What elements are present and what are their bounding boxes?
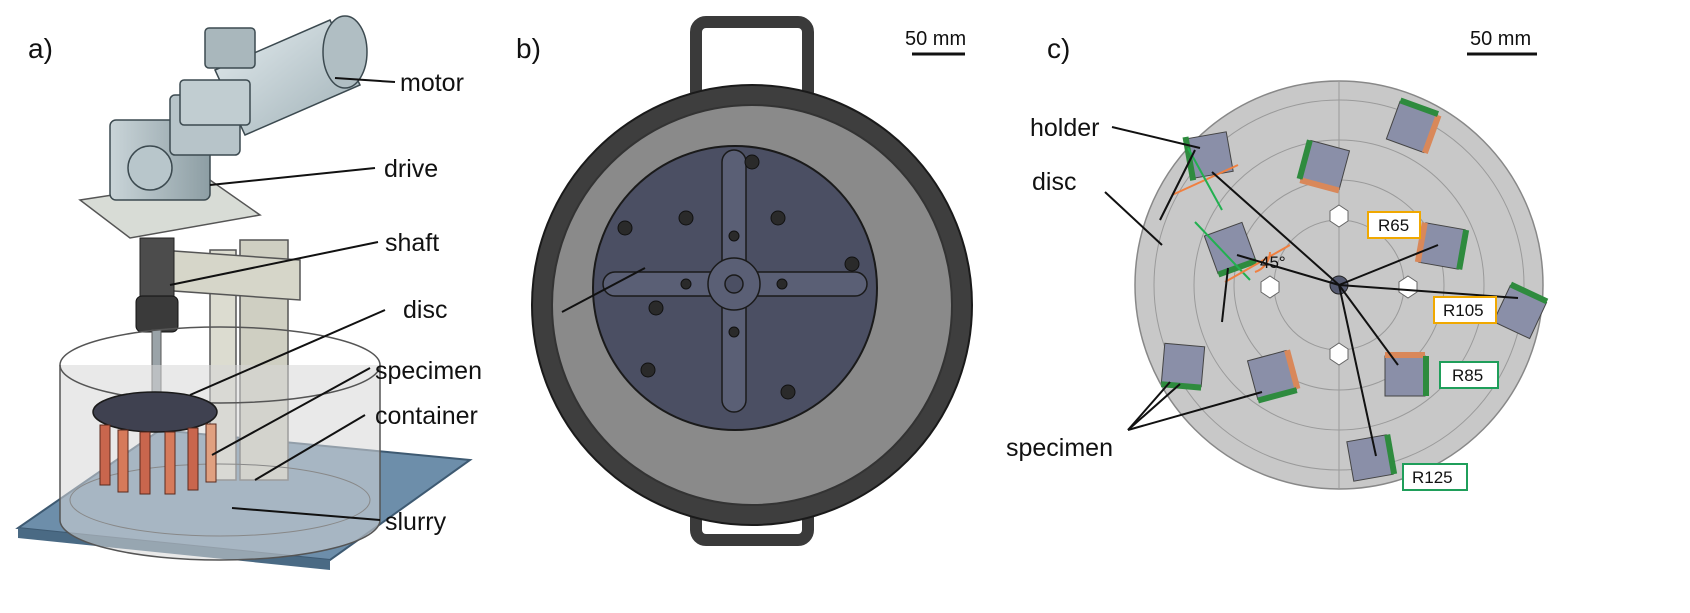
label-container: container <box>375 402 478 430</box>
panel-b: b) 50 mm <box>516 16 973 546</box>
specimen-array <box>99 423 217 495</box>
panel-b-leader <box>561 267 646 313</box>
panel-c-leaders <box>1104 126 1263 431</box>
radius-tag-r125: R125 <box>1402 463 1468 491</box>
label-shaft: shaft <box>385 229 439 257</box>
motor-adapter <box>179 79 251 126</box>
gearbox-flange <box>127 145 173 191</box>
shaft-coupling <box>139 237 175 299</box>
panel-a-leaders <box>169 77 396 521</box>
motor-terminal-box <box>204 27 256 69</box>
holder <box>1246 349 1301 404</box>
specimen-plate <box>99 424 111 486</box>
container-rim <box>59 326 381 404</box>
label-specimen-c: specimen <box>1006 434 1113 462</box>
angle-marks <box>1171 147 1291 283</box>
panel-a: a) <box>15 15 482 570</box>
specimen-plate <box>117 429 129 493</box>
panel-c: c) 50 mm <box>1006 28 1549 491</box>
radius-lines <box>1211 171 1519 457</box>
container-bottom <box>69 463 371 537</box>
svg-text:R65: R65 <box>1378 216 1409 235</box>
svg-text:R125: R125 <box>1412 468 1453 487</box>
scale-bar-label-b: 50 mm <box>905 28 966 50</box>
holders <box>1160 97 1549 482</box>
panel-a-letter: a) <box>28 33 53 64</box>
label-specimen: specimen <box>375 357 482 385</box>
disc-holes <box>617 154 860 400</box>
holder <box>1296 139 1351 194</box>
specimen-plate <box>164 431 176 495</box>
radius-tag-r105: R105 <box>1433 296 1497 324</box>
label-motor: motor <box>400 69 464 97</box>
svg-text:R85: R85 <box>1452 366 1483 385</box>
panel-b-letter: b) <box>516 33 541 64</box>
holder <box>1160 342 1206 391</box>
label-disc-c: disc <box>1032 168 1076 196</box>
rotor-disc <box>92 391 218 433</box>
holder <box>1384 352 1429 397</box>
shaft-clamp <box>135 295 179 333</box>
panel-c-letter: c) <box>1047 33 1070 64</box>
angle-label: 45° <box>1260 253 1286 272</box>
scale-bar-label-c: 50 mm <box>1470 28 1531 50</box>
holder <box>1492 281 1549 340</box>
label-holder: holder <box>1030 114 1100 142</box>
motor-end-cap <box>322 15 368 89</box>
hub-bore <box>724 274 744 294</box>
label-slurry: slurry <box>385 508 447 536</box>
label-drive: drive <box>384 155 438 183</box>
radius-tag-r85: R85 <box>1439 361 1499 389</box>
specimen-plate <box>139 431 151 495</box>
hub-holes <box>1260 204 1418 366</box>
holder <box>1385 97 1442 155</box>
specimen-plate <box>187 427 199 491</box>
svg-text:R105: R105 <box>1443 301 1484 320</box>
holder <box>1414 222 1470 270</box>
label-disc: disc <box>403 296 447 324</box>
holder <box>1346 434 1398 482</box>
radius-tag-r65: R65 <box>1367 211 1421 239</box>
